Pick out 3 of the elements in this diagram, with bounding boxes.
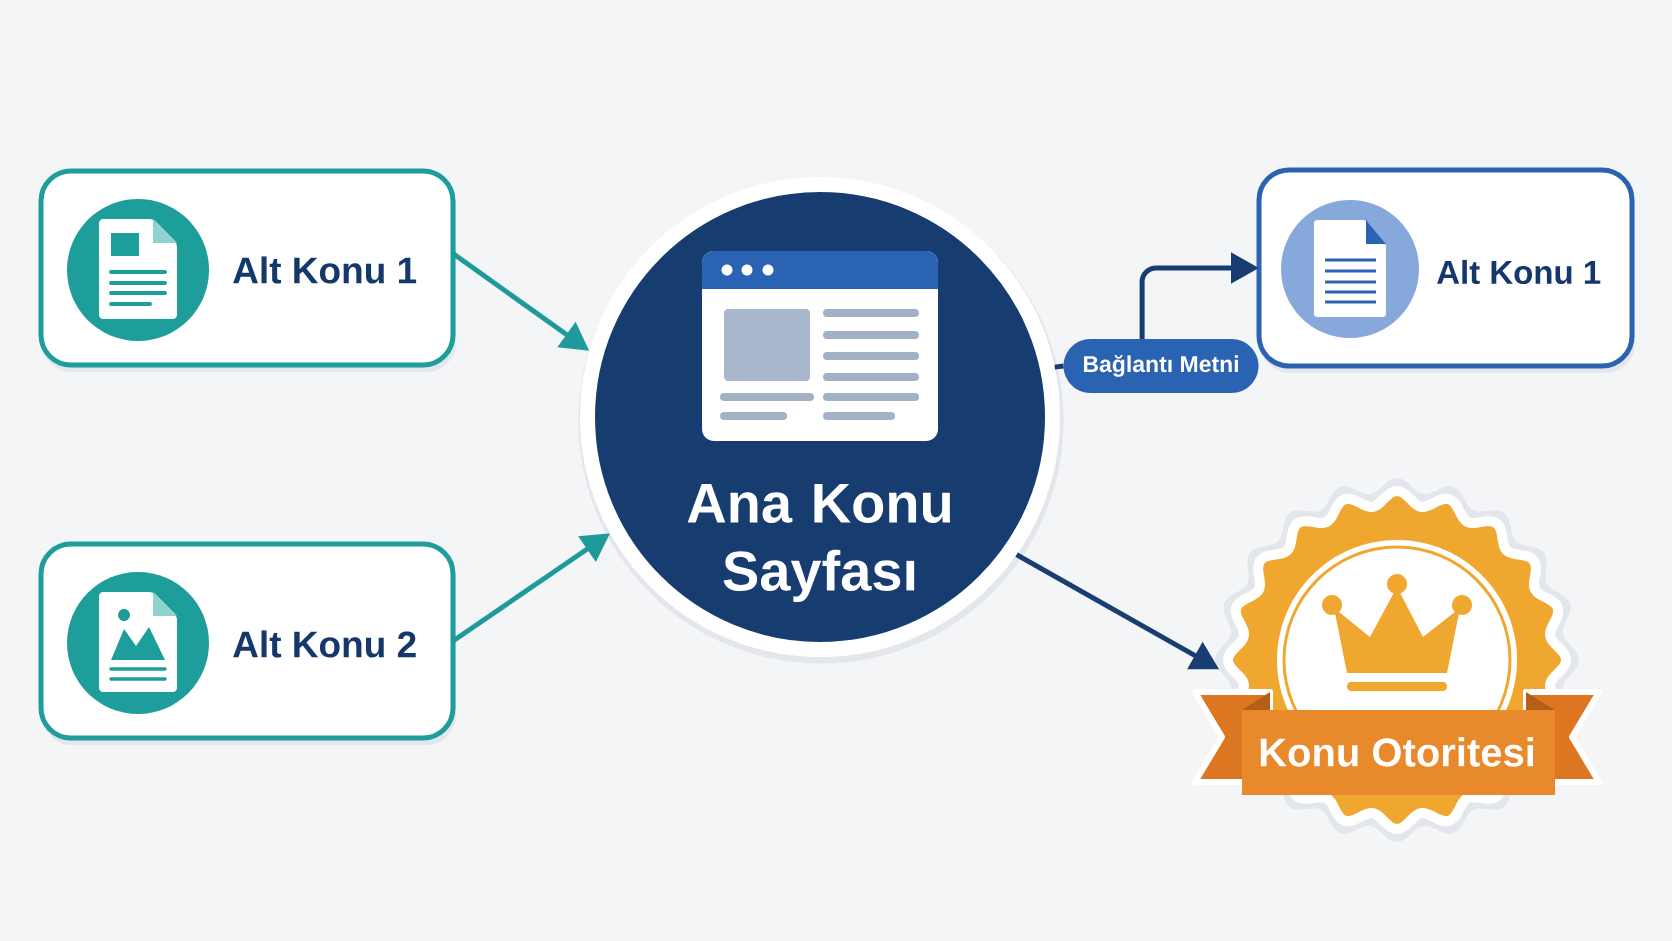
link-pill: Bağlantı Metni bbox=[1063, 339, 1259, 393]
ribbon-banner: Konu Otoritesi bbox=[1192, 689, 1602, 795]
connector-line bbox=[1054, 363, 1064, 370]
